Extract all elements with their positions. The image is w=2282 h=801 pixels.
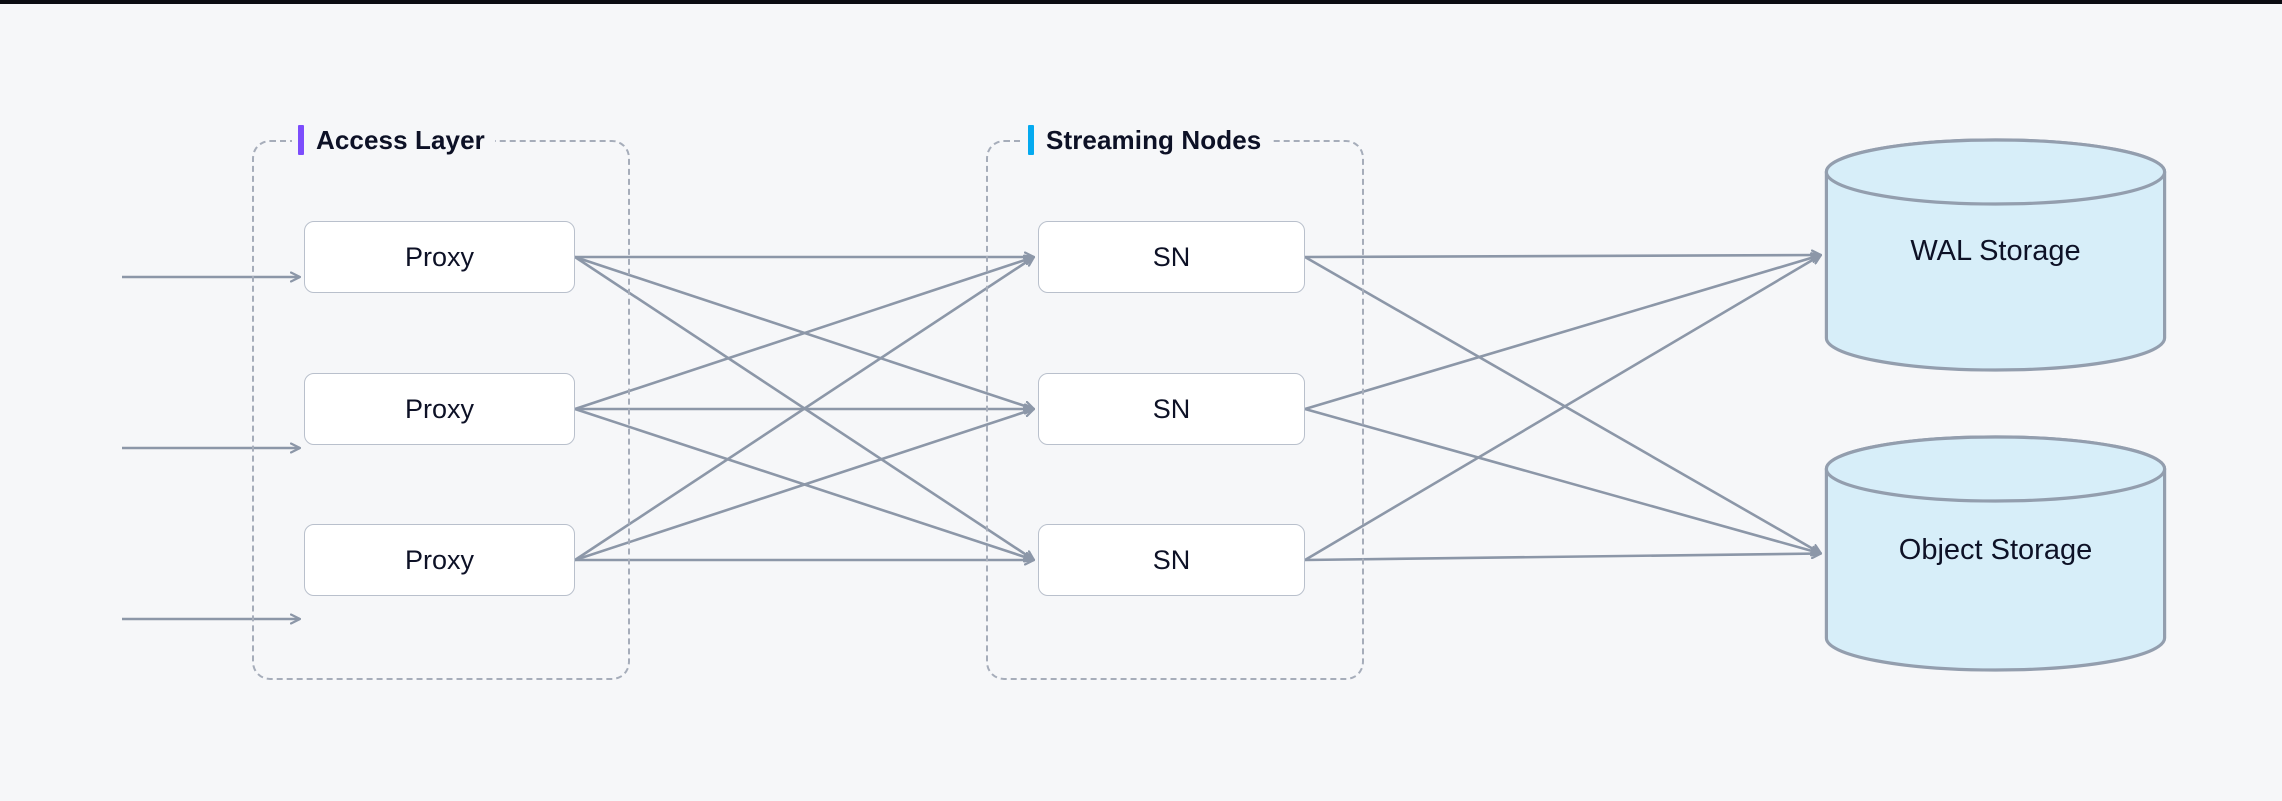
accent-bar-icon: [1028, 125, 1034, 155]
top-bar: [0, 0, 2282, 4]
edge-proxy-2-to-sn-3: [574, 407, 1034, 560]
node-proxy-1[interactable]: Proxy: [304, 221, 575, 293]
edge-sn-3-to-object-storage: [1304, 554, 1821, 562]
node-proxy-2[interactable]: Proxy: [304, 373, 575, 445]
storage-object-storage[interactable]: Object Storage: [1824, 435, 2167, 672]
edge-proxy-2-to-sn-1: [574, 257, 1034, 411]
edge-sn-1-to-wal-storage: [1304, 255, 1821, 257]
cylinder-shape-icon: [1824, 435, 2167, 672]
edge-sn-3-to-wal-storage: [1304, 253, 1821, 562]
node-label: SN: [1152, 544, 1191, 575]
edge-sn-2-to-wal-storage: [1304, 255, 1821, 411]
node-sn-2[interactable]: SN: [1038, 373, 1305, 445]
edge-proxy-3-to-sn-2: [574, 409, 1034, 562]
group-title-access-layer: Access Layer: [292, 123, 495, 157]
edge-proxy-1-to-sn-2: [574, 255, 1034, 409]
node-proxy-3[interactable]: Proxy: [304, 524, 575, 596]
edge-proxy-1-to-sn-3: [574, 255, 1034, 560]
node-label: Proxy: [404, 544, 475, 575]
accent-bar-icon: [298, 125, 304, 155]
group-title-label: Streaming Nodes: [1046, 125, 1262, 155]
cylinder-shape-icon: [1824, 138, 2167, 372]
edge-proxy-3-to-sn-1: [574, 257, 1034, 562]
node-sn-3[interactable]: SN: [1038, 524, 1305, 596]
edge-sn-1-to-object-storage: [1304, 255, 1821, 555]
edge-sn-2-to-object-storage: [1304, 407, 1821, 554]
storage-wal-storage[interactable]: WAL Storage: [1824, 138, 2167, 372]
node-sn-1[interactable]: SN: [1038, 221, 1305, 293]
group-title-streaming-nodes: Streaming Nodes: [1022, 123, 1272, 157]
node-label: Proxy: [404, 241, 475, 272]
node-label: SN: [1152, 393, 1191, 424]
node-label: SN: [1152, 241, 1191, 272]
node-label: Proxy: [404, 393, 475, 424]
group-title-label: Access Layer: [316, 125, 485, 155]
